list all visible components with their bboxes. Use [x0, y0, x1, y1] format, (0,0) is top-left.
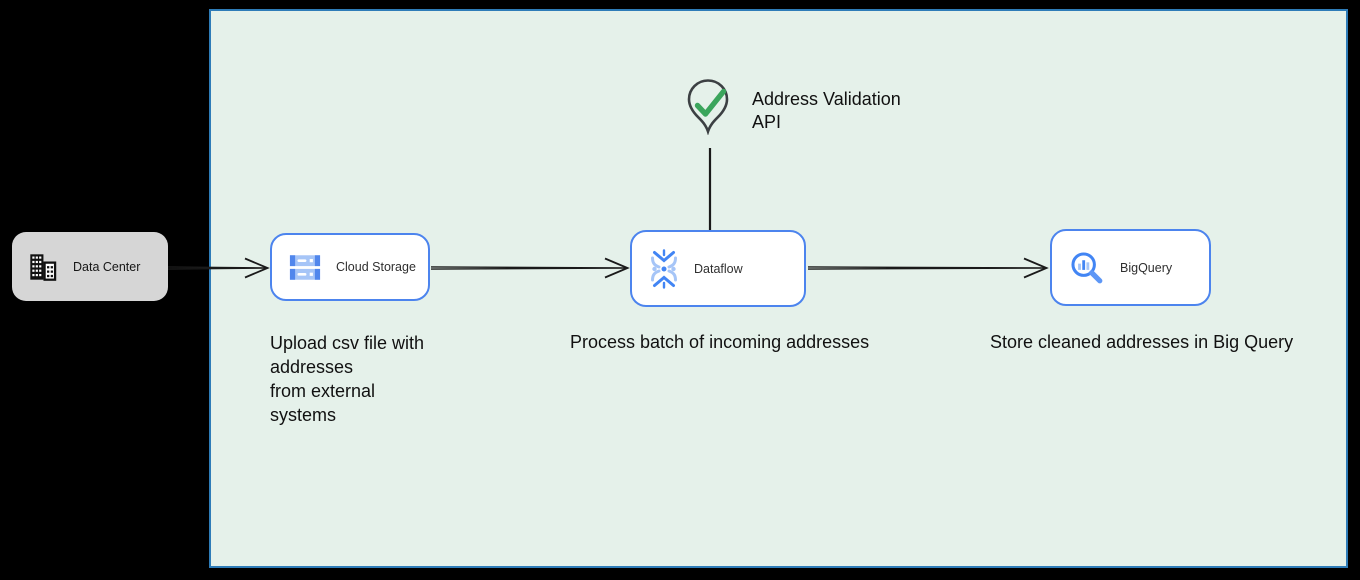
node-cloud-storage[interactable]: Cloud Storage	[270, 233, 430, 301]
bigquery-icon	[1071, 251, 1103, 283]
cloud-storage-icon	[289, 254, 321, 280]
node-data-center[interactable]: Data Center	[12, 232, 168, 301]
annotation-process: Process batch of incoming addresses	[570, 332, 870, 352]
node-cloud-storage-label: Cloud Storage	[336, 260, 416, 274]
annotation-upload: Upload csv file with addresses from exte…	[270, 333, 425, 425]
node-bigquery[interactable]: BigQuery	[1050, 229, 1211, 306]
node-data-center-label: Data Center	[73, 259, 141, 274]
dataflow-icon	[651, 248, 677, 289]
address-validation-marker[interactable]	[687, 79, 729, 140]
node-dataflow[interactable]: Dataflow	[630, 230, 806, 307]
address-validation-label: Address Validation API	[752, 89, 901, 132]
building-icon	[30, 253, 57, 281]
annotation-store: Store cleaned addresses in Big Query	[990, 332, 1294, 352]
node-bigquery-label: BigQuery	[1120, 260, 1173, 275]
map-pin-check-icon	[687, 79, 729, 136]
node-dataflow-label: Dataflow	[694, 261, 743, 276]
